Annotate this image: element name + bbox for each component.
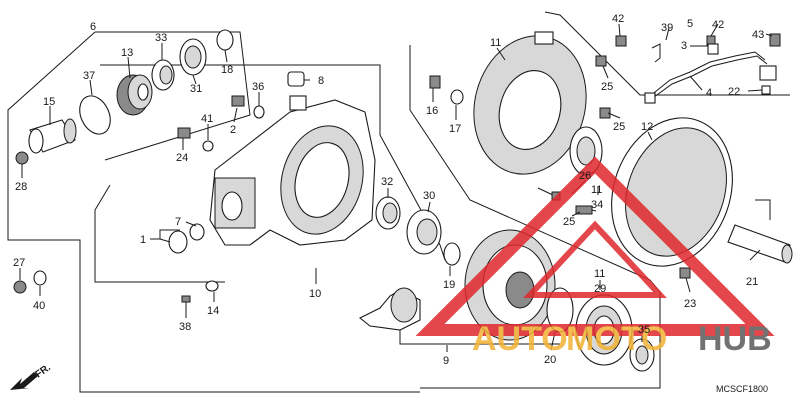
callout-numbers: 6 13 33 37 31 18 15 28 8 36 2 41 24 1 7 … (13, 13, 764, 367)
callout-15: 15 (43, 96, 55, 108)
part-23-bolt (679, 267, 691, 279)
callout-4: 4 (706, 87, 712, 99)
callout-10: 10 (309, 288, 321, 300)
watermark-auto: AUTO (472, 320, 568, 358)
callout-19: 19 (443, 279, 455, 291)
callout-32: 32 (381, 176, 393, 188)
callout-14: 14 (207, 305, 219, 317)
part-19-seal (443, 242, 461, 266)
callout-13: 13 (121, 47, 133, 59)
part-17-washer (450, 89, 464, 105)
part-11-cover (473, 31, 587, 175)
callout-25-c: 25 (563, 216, 575, 228)
callout-18: 18 (221, 64, 233, 76)
callout-17: 17 (449, 123, 461, 135)
part-9-pinion (358, 287, 421, 331)
part-10-housing (209, 95, 376, 246)
sensor-assembly (615, 33, 781, 104)
callout-42-b: 42 (712, 19, 724, 31)
callout-39: 39 (661, 22, 673, 34)
part-40-washer (33, 270, 47, 286)
front-arrow-icon: FR. (10, 362, 53, 390)
callout-5: 5 (687, 18, 693, 30)
part-36-washer (253, 105, 265, 119)
callout-35: 35 (638, 324, 650, 336)
callout-9: 9 (443, 355, 449, 367)
part-30-bearing (406, 209, 442, 255)
callout-11-mid: 11 (591, 184, 602, 196)
watermark-hub: HUB (698, 320, 772, 358)
callout-12: 12 (641, 121, 653, 133)
callout-38: 38 (179, 321, 191, 333)
part-13-gear-hub (116, 74, 153, 116)
part-1-bushing (168, 230, 188, 254)
leader-lines (19, 23, 773, 352)
callout-20: 20 (544, 354, 556, 366)
callout-28: 28 (15, 181, 27, 193)
callout-30: 30 (423, 190, 435, 202)
callout-43: 43 (752, 29, 764, 41)
part-2-bolt (231, 95, 245, 107)
callout-34: 34 (591, 199, 603, 211)
callout-8: 8 (318, 75, 324, 87)
callout-25-b: 25 (613, 121, 625, 133)
part-18-ring (216, 29, 234, 51)
part-31-bearing (179, 38, 207, 76)
part-32-bearing (375, 196, 401, 230)
part-16-bolt (429, 75, 441, 89)
callout-25-a: 25 (601, 81, 613, 93)
diagram-code: MCSCF1800 (716, 384, 768, 394)
callout-16: 16 (426, 105, 438, 117)
front-label: FR. (33, 362, 53, 380)
callout-29: 29 (594, 283, 606, 295)
part-8-cap (287, 71, 305, 87)
callout-42-a: 42 (612, 13, 624, 25)
callout-11-low: 11 (594, 268, 605, 280)
callout-24: 24 (176, 152, 188, 164)
callout-36: 36 (252, 81, 264, 93)
callout-2: 2 (230, 124, 236, 136)
callout-3: 3 (681, 40, 687, 52)
callout-1: 1 (140, 234, 146, 246)
watermark-moto: MOTO (566, 320, 667, 358)
part-14-washer (205, 280, 219, 292)
part-24-bolt (177, 127, 191, 139)
part-28-nut (15, 151, 29, 165)
part-25-bolts (595, 55, 611, 119)
callout-22: 22 (728, 86, 740, 98)
part-27-nut (13, 280, 27, 294)
watermark: AUTO MOTO HUB (415, 156, 775, 358)
part-7-ring (189, 223, 205, 241)
callout-26: 26 (579, 170, 591, 182)
part-33-bearing (151, 59, 175, 91)
part-15-sleeve (28, 118, 77, 154)
callout-41: 41 (201, 113, 213, 125)
callout-6: 6 (90, 21, 96, 33)
part-41-washer (202, 140, 214, 152)
callout-31: 31 (190, 83, 202, 95)
part-21-sleeve (727, 224, 793, 264)
callout-21: 21 (746, 276, 758, 288)
callout-33: 33 (155, 32, 167, 44)
part-37-oring (79, 95, 111, 135)
callout-27: 27 (13, 257, 25, 269)
callout-23: 23 (684, 298, 696, 310)
callout-40: 40 (33, 300, 45, 312)
callout-7: 7 (175, 216, 181, 228)
part-35-seal (629, 338, 655, 372)
callout-11-top: 11 (490, 37, 501, 49)
callout-37: 37 (83, 70, 95, 82)
